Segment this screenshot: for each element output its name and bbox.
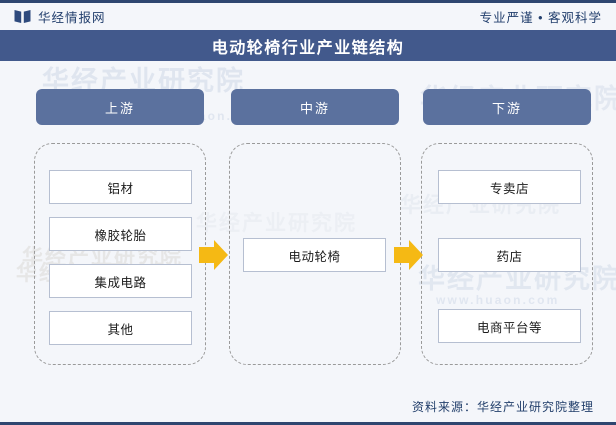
- column-header-label: 中游: [299, 100, 330, 116]
- source-note: 资料来源：华经产业研究院整理: [411, 400, 594, 414]
- node-label: 集成电路: [94, 275, 147, 290]
- brand-bar: 华经情报网 专业严谨 • 客观科学: [0, 3, 616, 30]
- column-header-label: 上游: [104, 100, 135, 116]
- node-downstream-1[interactable]: 药店: [438, 238, 581, 272]
- node-downstream-0[interactable]: 专卖店: [438, 170, 581, 204]
- brand-logo: 华经情报网: [14, 7, 106, 26]
- node-midstream-0[interactable]: 电动轮椅: [243, 238, 386, 272]
- node-label: 电动轮椅: [288, 249, 341, 264]
- column-header-midstream: 中游: [231, 89, 399, 125]
- node-upstream-3[interactable]: 其他: [49, 311, 192, 345]
- node-upstream-2[interactable]: 集成电路: [49, 264, 192, 298]
- page-title: 电动轮椅行业产业链结构: [211, 39, 405, 57]
- brand-tagline: 专业严谨 • 客观科学: [479, 11, 602, 25]
- brand-name: 华经情报网: [38, 11, 106, 25]
- title-band: 电动轮椅行业产业链结构: [0, 30, 616, 61]
- node-upstream-1[interactable]: 橡胶轮胎: [49, 217, 192, 251]
- node-label: 铝材: [107, 181, 134, 196]
- footer: 资料来源：华经产业研究院整理: [0, 391, 616, 422]
- node-upstream-0[interactable]: 铝材: [49, 170, 192, 204]
- node-label: 专卖店: [489, 181, 529, 196]
- column-header-upstream: 上游: [36, 89, 204, 125]
- open-book-icon: [14, 10, 31, 23]
- node-label: 其他: [107, 322, 134, 337]
- node-label: 药店: [496, 249, 523, 264]
- right-arrow-icon-upstream-to-midstream: [199, 240, 228, 270]
- column-header-label: 下游: [491, 100, 522, 116]
- diagram-canvas: 华经产业研究院 华经产业研究院 华经产业研究院 华经产业研究院 华经产业研究院 …: [0, 61, 616, 422]
- right-arrow-icon-midstream-to-downstream: [394, 240, 423, 270]
- node-label: 橡胶轮胎: [94, 228, 147, 243]
- node-downstream-2[interactable]: 电商平台等: [438, 309, 581, 343]
- column-header-downstream: 下游: [423, 89, 591, 125]
- node-label: 电商平台等: [476, 320, 542, 335]
